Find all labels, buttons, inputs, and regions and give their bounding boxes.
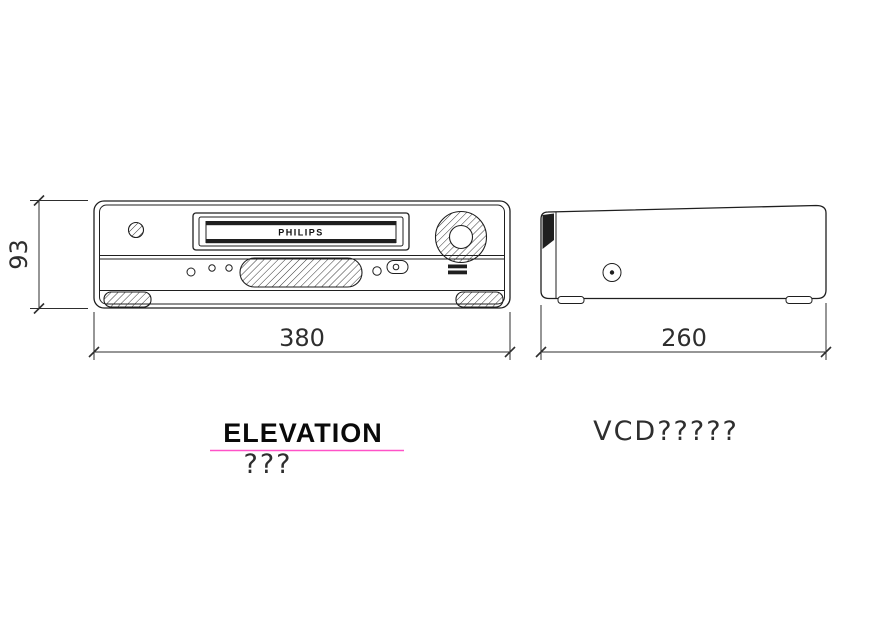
dimension-height: 93	[5, 194, 88, 315]
side-foot-left	[557, 296, 585, 304]
jog-dial-center	[448, 224, 474, 250]
dim-text-side-depth: 260	[661, 324, 707, 352]
control-button-3	[225, 264, 233, 272]
dim-tick	[535, 346, 547, 358]
eject-mark-top	[448, 264, 467, 269]
screw-detail	[127, 221, 145, 239]
front-foot-left	[103, 291, 152, 308]
side-view-title: VCD?????	[593, 416, 739, 447]
front-control-panel	[186, 257, 467, 288]
front-view-title: ELEVATION	[223, 418, 383, 448]
dim-text-front-width: 380	[279, 324, 325, 352]
cassette-door-inner	[198, 216, 404, 247]
sensor-window	[386, 260, 409, 274]
cassette-window-top-band	[206, 221, 396, 226]
vcr-body-inner-outline	[99, 204, 505, 305]
dimension-front-width: 380	[88, 312, 516, 360]
dim-tick	[33, 194, 45, 207]
dim-text-height: 93	[5, 239, 33, 270]
front-view-subtitle: ???	[244, 449, 293, 480]
view-titles: ELEVATION ??? VCD?????	[210, 416, 739, 480]
side-front-edge-shadow	[542, 213, 554, 249]
side-view	[540, 204, 827, 304]
cassette-door-outer	[192, 212, 410, 251]
control-button-1	[186, 267, 196, 277]
front-elevation-view: PHILIPS	[93, 200, 511, 309]
vent-grille	[239, 257, 363, 288]
dim-tick	[504, 346, 516, 358]
side-foot-right	[785, 296, 813, 304]
control-button-4	[372, 266, 382, 276]
jog-dial	[434, 210, 488, 264]
dim-tick	[820, 346, 832, 358]
cassette-door: PHILIPS	[192, 212, 410, 251]
side-screw-detail	[602, 263, 622, 282]
front-foot-right	[455, 291, 504, 308]
brand-label: PHILIPS	[278, 228, 324, 238]
power-led	[392, 263, 400, 271]
dimension-side-depth: 260	[535, 303, 832, 360]
side-screw-center	[609, 270, 615, 275]
vcr-body-outer-outline	[93, 200, 511, 309]
control-button-2	[208, 264, 216, 272]
side-body-outline	[540, 204, 827, 300]
dim-tick	[33, 302, 45, 315]
dim-tick	[88, 346, 100, 358]
cassette-window-bottom-band	[206, 239, 396, 244]
eject-mark-bottom	[448, 270, 467, 275]
